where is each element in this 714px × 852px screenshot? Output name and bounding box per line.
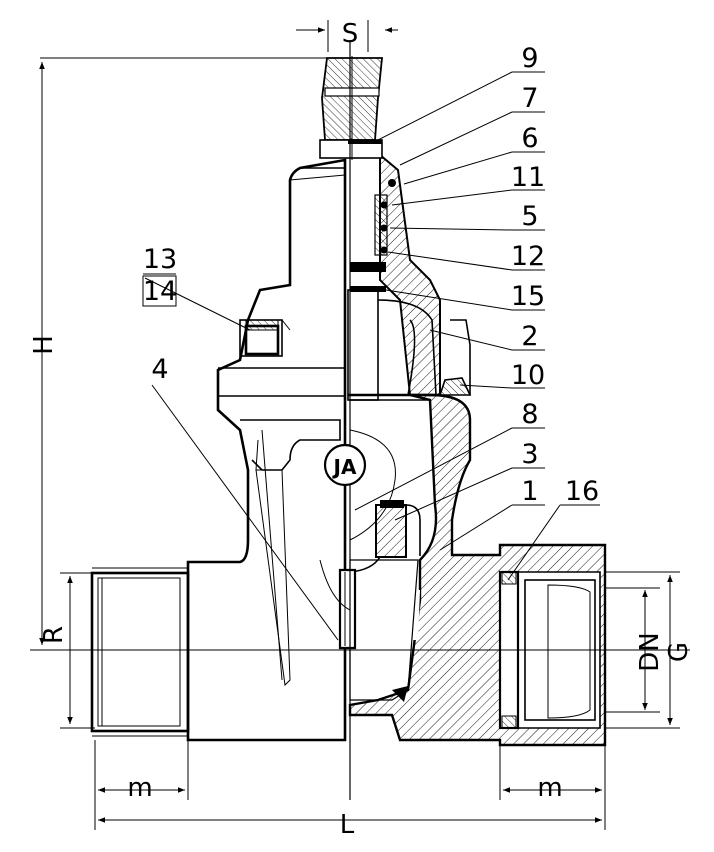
part-label-10: 10	[511, 360, 545, 391]
dim-m-right-label: m	[537, 773, 562, 803]
dim-S-label: S	[342, 19, 359, 49]
dim-H-label: H	[29, 335, 59, 355]
part-label-7: 7	[521, 83, 538, 114]
part-label-6: 6	[521, 123, 538, 154]
left-spigot	[90, 571, 190, 733]
part-label-8: 8	[521, 399, 538, 430]
part-label-9: 9	[521, 43, 538, 74]
part-label-3: 3	[521, 439, 538, 470]
stem-top	[319, 56, 383, 160]
dimension-lines	[39, 20, 680, 830]
logo-text: JA	[332, 455, 357, 479]
part-label-11: 11	[511, 162, 545, 193]
dim-L-label: L	[340, 810, 355, 840]
part-label-2: 2	[521, 321, 538, 352]
wedge-nut	[375, 504, 407, 558]
bonnet-section	[379, 152, 441, 396]
leader-lines	[144, 71, 600, 641]
part-label-15: 15	[511, 281, 545, 312]
part-label-16: 16	[565, 476, 599, 507]
packing-stack	[374, 194, 388, 256]
part-label-1: 1	[521, 476, 538, 507]
dim-m-left-label: m	[127, 773, 152, 803]
body-exterior	[186, 158, 347, 742]
dim-R-label: R	[39, 626, 69, 644]
part-label-4: 4	[151, 354, 168, 385]
part-label-5: 5	[521, 201, 538, 232]
part-label-12: 12	[511, 241, 545, 272]
spindle	[347, 289, 379, 401]
thrust-collar	[350, 262, 386, 272]
dim-DN-label: DN	[635, 632, 665, 671]
part-label-14: 14	[143, 276, 177, 307]
part-label-13: 13	[143, 244, 177, 275]
exterior-view	[90, 158, 347, 742]
section-view	[319, 152, 607, 747]
dim-G-label: G	[664, 642, 694, 662]
manufacturer-logo: JA	[323, 443, 367, 487]
